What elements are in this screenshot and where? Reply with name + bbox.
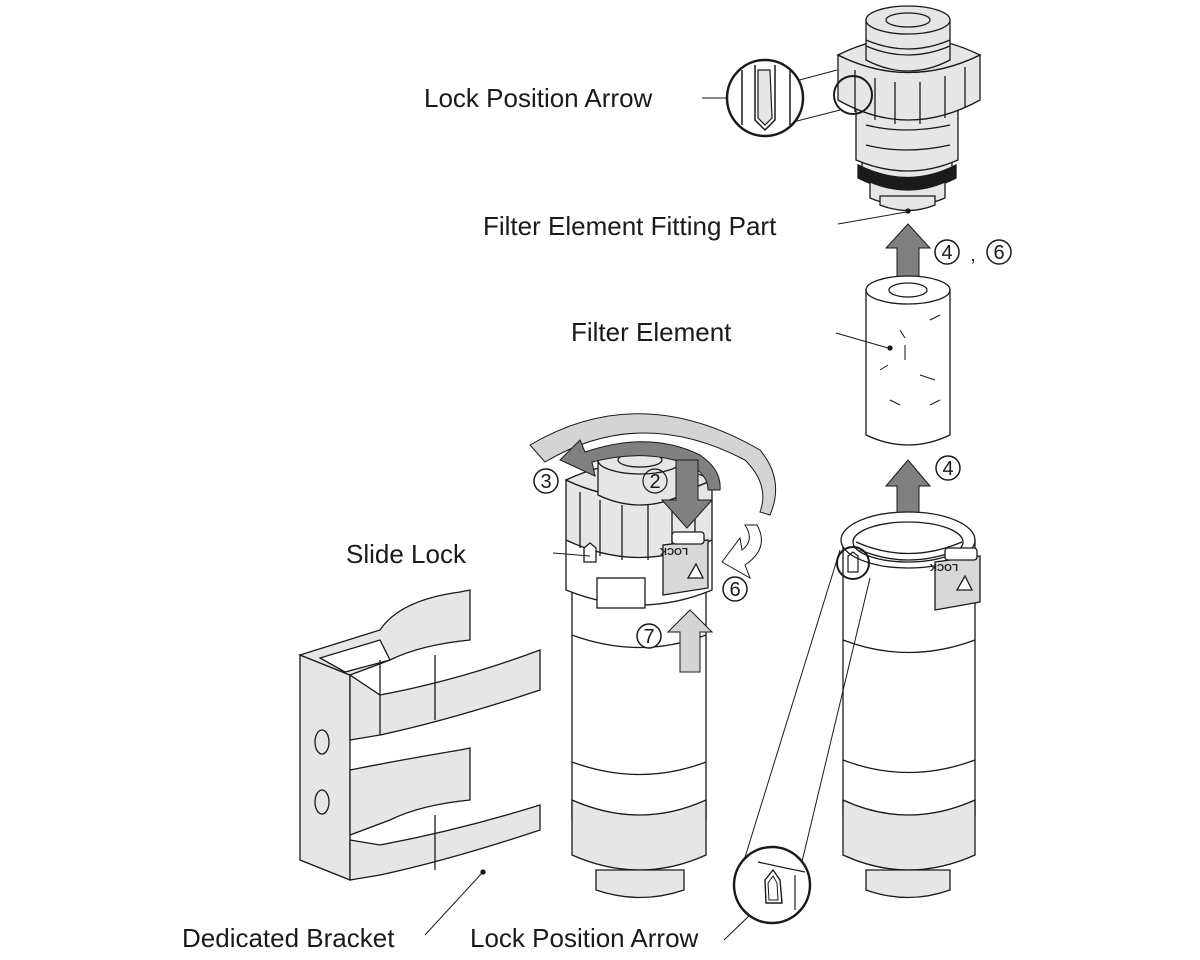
rotate-arrow-step-3 (529, 413, 777, 516)
step-badge-6-center: 6 (722, 576, 748, 602)
svg-text:4: 4 (942, 458, 953, 480)
lock-tab-text-open: LOCK (929, 561, 958, 572)
dedicated-bracket (298, 589, 541, 881)
filter-bowl-open (840, 511, 981, 899)
svg-text:3: 3 (540, 471, 551, 493)
step-badge-4-top: 4 (934, 239, 960, 265)
label-filter-element-fitting-part: Filter Element Fitting Part (483, 211, 777, 241)
svg-text:6: 6 (729, 579, 740, 601)
svg-text:4: 4 (941, 242, 952, 264)
filter-element (865, 275, 951, 446)
label-lock-position-arrow-top: Lock Position Arrow (424, 83, 653, 113)
label-slide-lock: Slide Lock (346, 539, 467, 569)
label-dedicated-bracket: Dedicated Bracket (182, 923, 395, 953)
label-filter-element: Filter Element (571, 317, 732, 347)
step-badge-7: 7 (636, 623, 662, 649)
svg-text:6: 6 (993, 242, 1004, 264)
rotate-arrow-step-6 (721, 524, 762, 580)
press-arrow-step-2 (660, 459, 714, 529)
step-badge-3: 3 (533, 468, 559, 494)
lock-arrow-magnifier-bottom (732, 549, 871, 925)
step-badge-6-top: 6 (986, 239, 1012, 265)
lock-tab-text-assembled: LOCK (659, 545, 688, 556)
leader-lines (424, 97, 907, 941)
svg-text:2: 2 (649, 471, 660, 493)
slide-arrow-step-7 (666, 609, 714, 673)
step-badge-4-lower: 4 (935, 455, 961, 481)
lock-arrow-magnifier-top (725, 58, 873, 138)
step-separator: , (970, 244, 976, 266)
svg-text:7: 7 (643, 626, 654, 648)
label-lock-position-arrow-bottom: Lock Position Arrow (470, 923, 699, 953)
fitting-head (836, 5, 982, 214)
lock-arrow-marker-open (836, 546, 870, 580)
step-badge-2: 2 (642, 468, 668, 494)
